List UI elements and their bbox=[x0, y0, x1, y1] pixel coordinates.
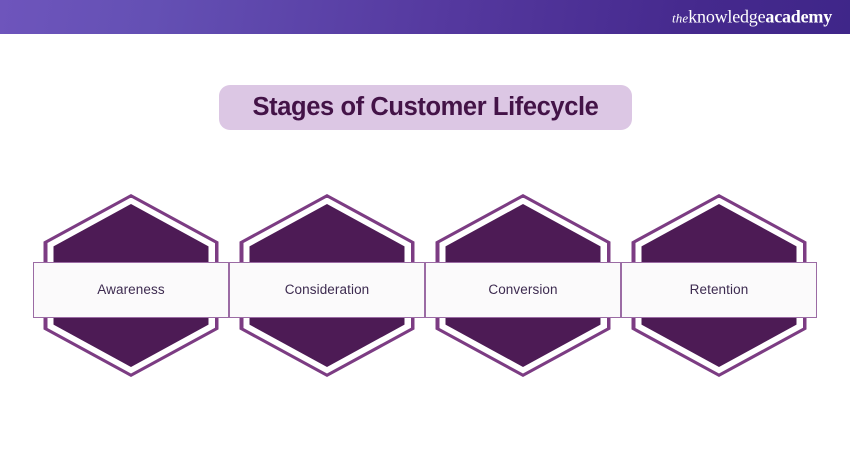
stage-label-band: Awareness bbox=[33, 262, 229, 318]
page-title-pill: Stages of Customer Lifecycle bbox=[219, 85, 632, 130]
brand-knowledge-text: knowledge bbox=[688, 6, 766, 27]
stage-label-band: Retention bbox=[621, 262, 817, 318]
page-title: Stages of Customer Lifecycle bbox=[252, 92, 599, 121]
stage-item-retention: Retention bbox=[621, 190, 817, 395]
stage-item-conversion: Conversion bbox=[425, 190, 621, 395]
stage-label-band: Conversion bbox=[425, 262, 621, 318]
brand-the-text: the bbox=[672, 10, 689, 26]
stage-label: Consideration bbox=[284, 282, 370, 298]
brand-academy-text: academy bbox=[765, 6, 832, 27]
stages-row: Awareness Consideration Conversion Reten… bbox=[0, 190, 850, 395]
header-bar: theknowledgeacademy bbox=[0, 0, 850, 34]
stage-label-band: Consideration bbox=[229, 262, 425, 318]
stage-item-consideration: Consideration bbox=[229, 190, 425, 395]
stage-label: Conversion bbox=[488, 282, 558, 298]
stage-label: Awareness bbox=[97, 282, 165, 298]
stage-item-awareness: Awareness bbox=[33, 190, 229, 395]
brand-logo: theknowledgeacademy bbox=[672, 7, 832, 28]
stage-label: Retention bbox=[689, 282, 749, 298]
